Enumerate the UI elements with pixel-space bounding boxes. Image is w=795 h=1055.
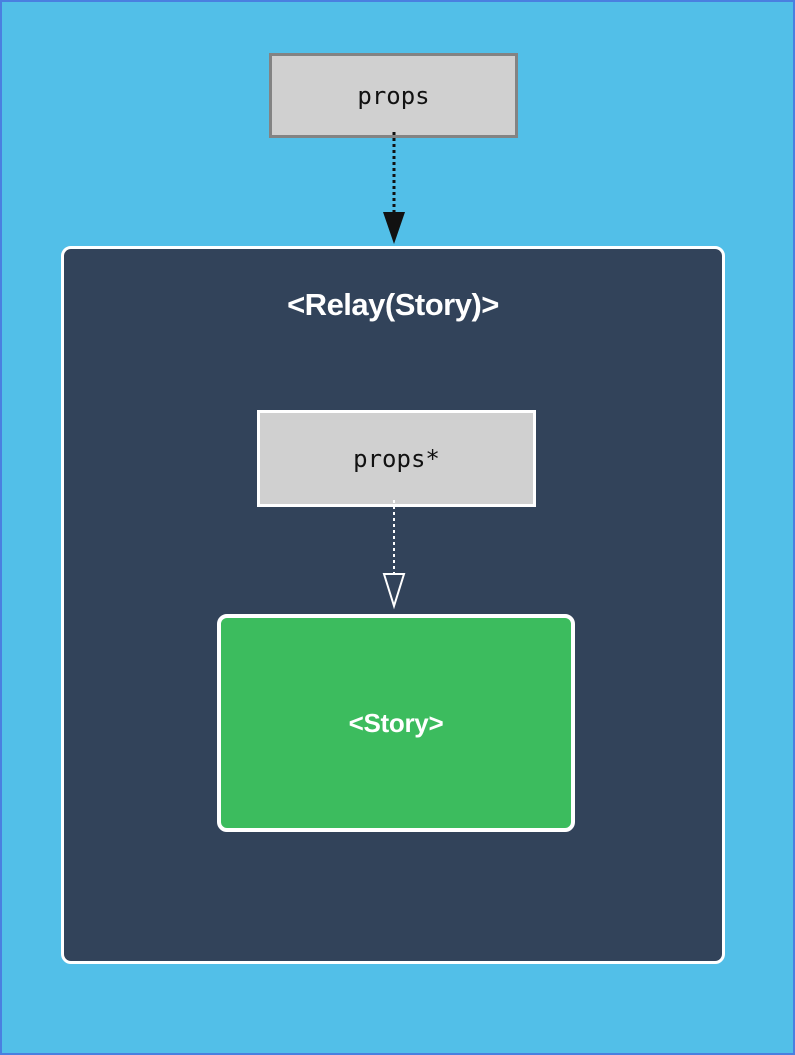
edge-props-star-to-story-arrowhead	[382, 573, 406, 610]
node-outer-props-label: props	[357, 81, 430, 110]
node-inner-props: props*	[257, 410, 536, 507]
edge-props-to-relay-arrowhead	[383, 212, 405, 244]
edge-props-star-to-story	[382, 500, 406, 610]
node-inner-props-label: props*	[353, 444, 440, 473]
node-relay-container-label: <Relay(Story)>	[287, 287, 499, 322]
node-relay-container: <Relay(Story)> props* <Story>	[61, 246, 725, 964]
node-outer-props: props	[269, 53, 518, 138]
edge-props-to-relay	[383, 132, 405, 244]
node-story-label: <Story>	[348, 707, 444, 738]
node-story: <Story>	[217, 614, 575, 832]
